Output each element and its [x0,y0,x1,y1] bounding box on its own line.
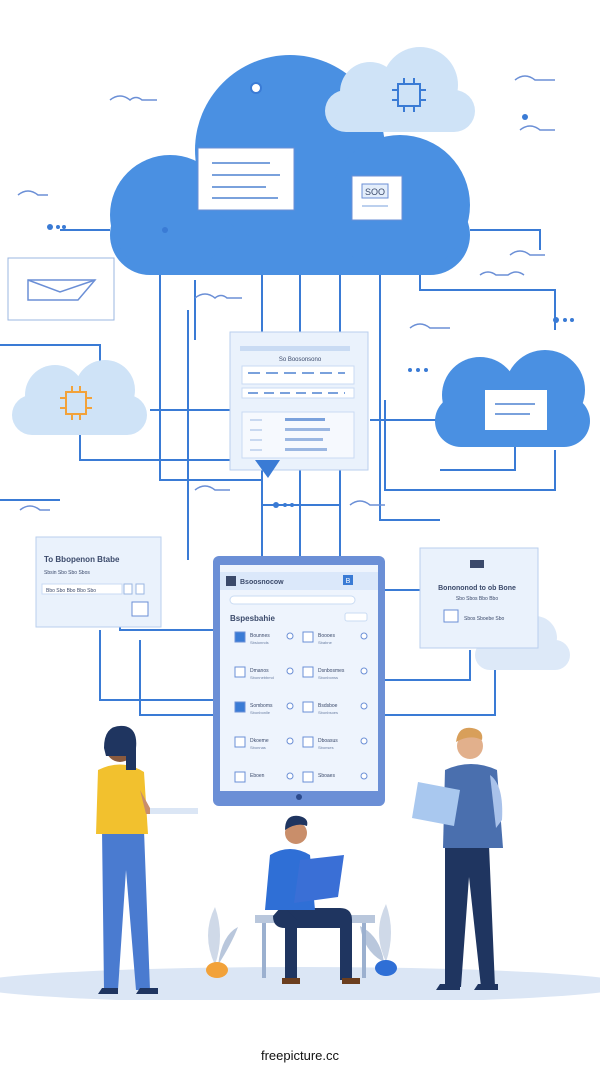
list-item-title[interactable]: Dkoeme [250,738,269,744]
orange-chip-icon [60,386,92,420]
list-item-subtitle: Sbabne [318,640,333,645]
list-item-subtitle: Sbonbsoes [318,710,338,715]
info-icon[interactable] [360,632,368,640]
info-icon[interactable] [360,667,368,675]
list-item-subtitle: Sbonbonlle [250,710,271,715]
list-item-title[interactable]: Dboasus [318,738,338,744]
grid-icon [234,701,246,713]
doc-icon [302,666,314,678]
info-icon[interactable] [360,702,368,710]
doc-icon [302,736,314,748]
pointer-marker [255,460,280,478]
chip-icon [392,78,426,112]
list-item-subtitle: Sbonses [318,745,334,750]
tablet-device: Bsoosnocow B Bspesbahie BounnesSbsionnds… [213,556,385,806]
tablet-header-text: Bsoosnocow [240,579,284,586]
doc-icon [234,666,246,678]
list-item-title[interactable]: Dsnbosmes [318,668,345,674]
connector-dots [47,114,574,508]
list-item-subtitle: Sbsionnds [250,640,269,645]
cloud-document-card [197,147,295,211]
cloud-network-illustration: SOO So Boosonsono [0,47,600,1000]
standing-woman [96,725,198,994]
grid-icon [234,631,246,643]
doc-icon [234,736,246,748]
info-icon[interactable] [360,737,368,745]
plant-left [206,907,238,978]
left-info-panel: To Bbopenon Btabe Sbsin Sbo Sbo Sbos Bbo… [35,536,162,628]
list-item-title[interactable]: Bsdsboe [318,703,338,709]
doc-icon [302,631,314,643]
info-icon[interactable] [286,772,294,780]
left-panel-title: To Bbopenon Btabe [44,555,120,564]
list-item-title[interactable]: Somboms [250,703,273,709]
laptop-icon [294,855,344,903]
tablet-list: BounnesSbsionndsDmanosSbonnebbmdSombomsS… [234,631,368,783]
right-panel-row1: Sbo Sbos Bbo Bbo [456,596,498,602]
list-item-title[interactable]: Boooes [318,633,335,639]
right-panel-row2: Sbos Sboebe Sbo [464,616,505,622]
standing-man [412,727,503,990]
tablet-section-title: Bspesbahie [230,614,275,623]
doc-icon [302,771,314,783]
tablet-held-icon [150,808,198,814]
node-dot [250,82,262,94]
center-dashboard-panel: So Boosonsono [229,331,369,471]
info-icon[interactable] [286,702,294,710]
tablet-avatar [226,576,236,586]
info-icon[interactable] [286,632,294,640]
list-item-subtitle: Sbonnebbmd [250,675,274,680]
decorative-marks [17,75,555,511]
list-item-title[interactable]: Bounnes [250,633,270,639]
cloud-badge-card: SOO [351,175,403,221]
seated-person [255,815,375,984]
list-item-title[interactable]: Dmanos [250,668,269,674]
info-icon[interactable] [360,772,368,780]
left-panel-row2: Bbo Sbo Bbo Bbo Sbo [46,588,96,594]
tablet-search-bar[interactable] [229,595,356,605]
doc-icon [234,771,246,783]
info-icon[interactable] [286,667,294,675]
laptop-icon-right [412,782,460,826]
center-panel-title: So Boosonsono [279,357,322,363]
list-item-subtitle: Sbonnas [250,745,266,750]
right-cloud-card [485,390,547,430]
list-item-title[interactable]: Eboen [250,773,265,779]
tablet-home-button[interactable] [296,794,302,800]
envelope-card [7,257,115,321]
right-info-panel: Bonononod to ob Bone Sbo Sbos Bbo Bbo Sb… [419,547,539,649]
small-cloud-top [325,47,475,132]
watermark-caption: freepicture.cc [260,1048,340,1063]
info-icon[interactable] [286,737,294,745]
right-panel-title: Bonononod to ob Bone [438,585,516,592]
list-item-title[interactable]: Sboaes [318,773,335,779]
tablet-header-badge: B [346,578,351,585]
left-cloud [12,360,147,435]
list-item-subtitle: Sbonbonss [318,675,338,680]
doc-icon [302,701,314,713]
left-panel-row1: Sbsin Sbo Sbo Sbos [44,570,90,576]
cloud-badge-text: SOO [365,187,385,197]
